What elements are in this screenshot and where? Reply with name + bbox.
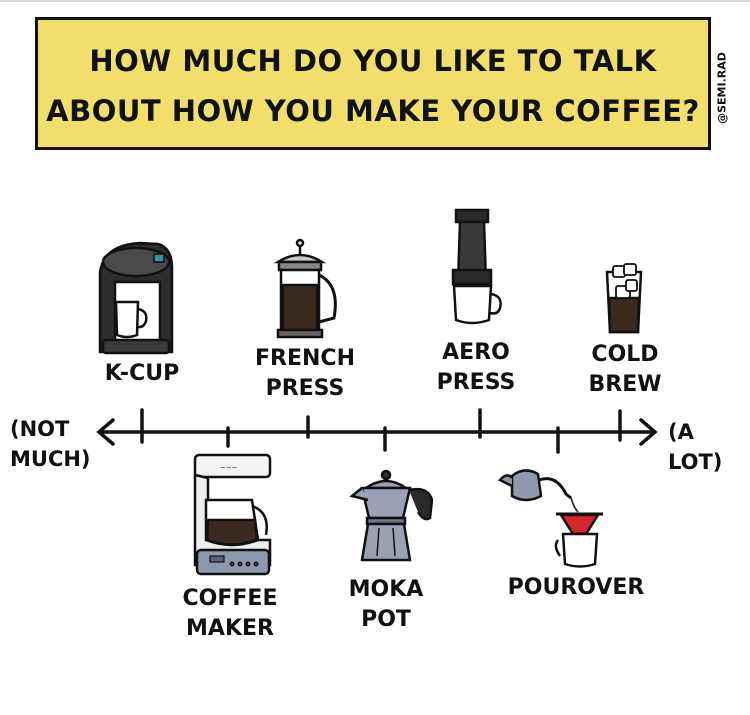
- scale-left-label: (NOT MUCH): [10, 414, 91, 474]
- label-pourover-line1: POUROVER: [508, 573, 645, 603]
- label-cold-brew: COLD BREW: [588, 340, 661, 400]
- scale-left-line2: MUCH): [10, 444, 91, 474]
- pourover-icon: [500, 470, 603, 566]
- label-kcup: K-CUP: [105, 359, 179, 389]
- label-pourover: POUROVER: [508, 573, 645, 603]
- label-cold-brew-line1: COLD: [588, 340, 661, 370]
- label-kcup-line1: K-CUP: [105, 359, 179, 389]
- label-moka-pot: MOKA POT: [349, 575, 424, 635]
- coffee-maker-icon: ~~~: [195, 455, 270, 574]
- scale-right-line1: (A: [668, 417, 722, 447]
- aeropress-icon: [453, 210, 501, 323]
- moka-pot-icon: [352, 471, 432, 560]
- label-french-press-line2: PRESS: [255, 374, 355, 404]
- label-coffee-maker-line1: COFFEE: [183, 584, 278, 614]
- label-aero-press: AERO PRESS: [437, 338, 516, 398]
- kcup-machine-icon: [100, 243, 172, 353]
- label-coffee-maker-line2: MAKER: [183, 614, 278, 644]
- label-french-press-line1: FRENCH: [255, 344, 355, 374]
- scale-axis: [99, 410, 655, 452]
- french-press-icon: [278, 240, 335, 337]
- label-aero-press-line2: PRESS: [437, 368, 516, 398]
- label-moka-pot-line2: POT: [349, 605, 424, 635]
- scale-right-line2: LOT): [668, 447, 722, 477]
- cold-brew-icon: [607, 264, 641, 332]
- label-french-press: FRENCH PRESS: [255, 344, 355, 404]
- scale-right-label: (A LOT): [668, 417, 722, 477]
- label-aero-press-line1: AERO: [437, 338, 516, 368]
- scale-left-line1: (NOT: [10, 414, 91, 444]
- label-moka-pot-line1: MOKA: [349, 575, 424, 605]
- svg-text:~~~: ~~~: [220, 464, 238, 472]
- label-cold-brew-line2: BREW: [588, 370, 661, 400]
- label-coffee-maker: COFFEE MAKER: [183, 584, 278, 644]
